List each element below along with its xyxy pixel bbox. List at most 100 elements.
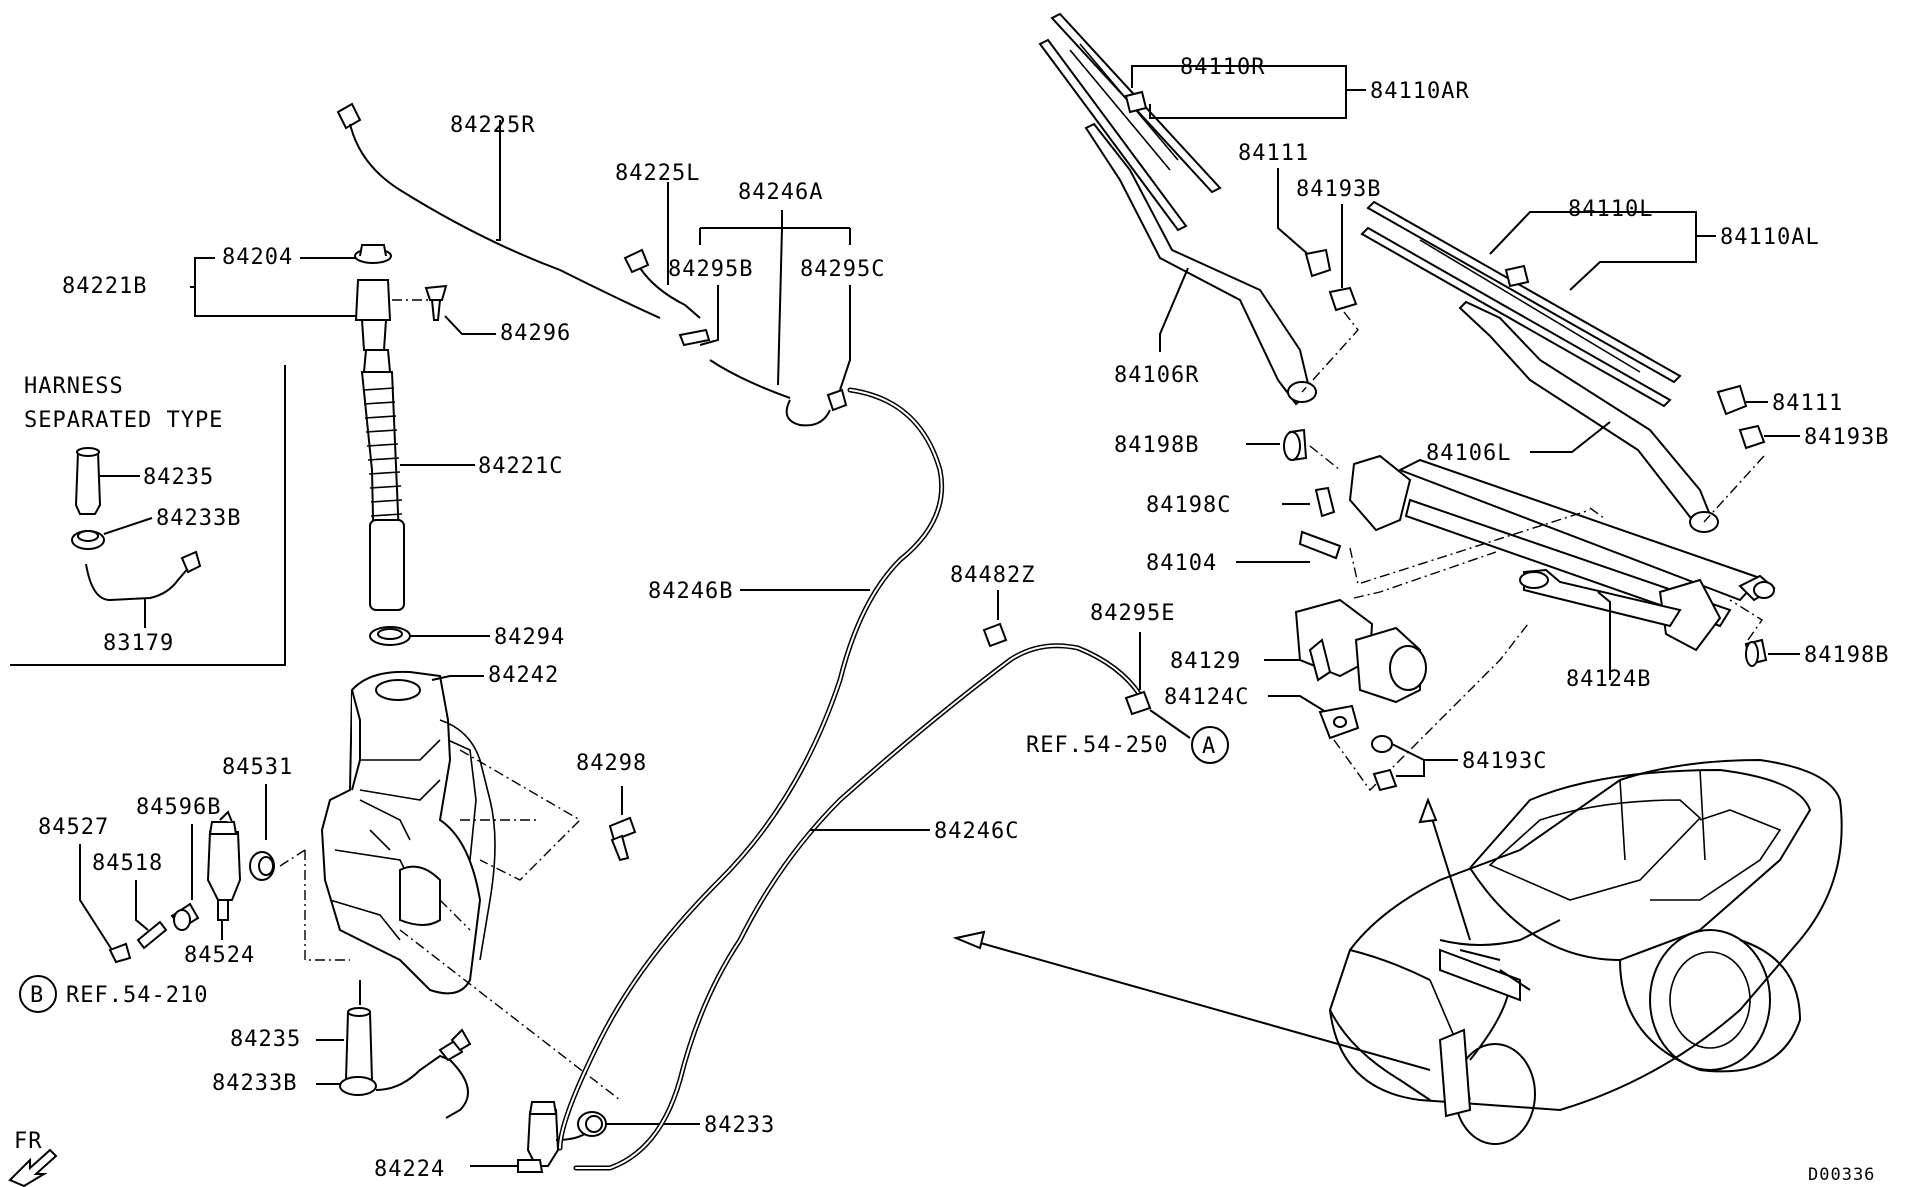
label-84294: 84294: [494, 625, 565, 650]
label-84124C: 84124C: [1164, 685, 1249, 710]
fr-arrow-icon: [8, 1148, 58, 1187]
long-washer-hoses: 84246B 84246C 84482Z 84295E REF.54-250 A: [557, 387, 1229, 1171]
hose-84518-icon: [136, 920, 168, 950]
ref-A-text: REF.54-250: [1026, 733, 1168, 758]
joint-84295E-icon: [1124, 690, 1152, 716]
label-84246A: 84246A: [738, 180, 823, 205]
tank-filler-port: [375, 679, 421, 701]
label-84198B-right: 84198B: [1804, 643, 1889, 668]
link-rod-lower-icon: [1523, 568, 1682, 628]
check-valve-icon: [826, 388, 848, 412]
drawing-code: D00336: [1808, 1165, 1875, 1185]
label-84246B: 84246B: [648, 579, 733, 604]
t-joint-icon: [678, 328, 711, 347]
grommet-84233B-icon: [339, 1076, 377, 1096]
label-84246C: 84246C: [934, 819, 1019, 844]
label-84224: 84224: [374, 1157, 445, 1182]
label-84129: 84129: [1170, 649, 1241, 674]
label-84124B: 84124B: [1566, 667, 1651, 692]
arrow-to-linkage: [1429, 811, 1471, 941]
label-84295B: 84295B: [668, 257, 753, 282]
label-84221B: 84221B: [62, 274, 147, 299]
cap-84527-icon: [108, 942, 132, 964]
label-84296: 84296: [500, 321, 571, 346]
label-84106R: 84106R: [1114, 363, 1199, 388]
label-84204: 84204: [222, 245, 293, 270]
wiper-linkage: 84198B 84198C 84104 84124B 84198B: [1114, 428, 1889, 792]
fr-label: FR: [14, 1129, 43, 1154]
car-body-outline: [1328, 758, 1843, 1112]
label-84198C: 84198C: [1146, 493, 1231, 518]
label-84111-top: 84111: [1238, 141, 1309, 166]
wiper-blade-left-icon: [1366, 200, 1682, 384]
label-84110L: 84110L: [1568, 197, 1653, 222]
label-84531: 84531: [222, 755, 293, 780]
harness-icon: [85, 563, 191, 602]
direction-marker: FR: [8, 1129, 58, 1187]
label-84482Z: 84482Z: [950, 563, 1035, 588]
label-84298: 84298: [576, 751, 647, 776]
label-84518: 84518: [92, 851, 163, 876]
clip-icon: [424, 284, 448, 301]
bolt-84198C-icon: [1314, 486, 1336, 518]
bolt-icon: [608, 816, 637, 842]
washer-nozzle-left: 84225L: [615, 161, 701, 319]
hose-84246C: [573, 643, 1143, 1171]
washer-nozzle-right: 84225R: [336, 102, 661, 319]
ref-B-letter: B: [30, 983, 44, 1008]
label-84295E: 84295E: [1090, 601, 1175, 626]
inset-title-line1: HARNESS: [24, 374, 124, 399]
label-84233B-inset: 84233B: [156, 506, 241, 531]
label-84110AL: 84110AL: [1720, 225, 1820, 250]
label-84110R: 84110R: [1180, 55, 1265, 80]
ref-B-text: REF.54-210: [66, 983, 208, 1008]
label-84193B-top: 84193B: [1296, 177, 1381, 202]
vehicle-illustration: [952, 758, 1843, 1145]
nut-84193B-right-icon: [1738, 424, 1766, 450]
label-84235-inset: 84235: [143, 465, 214, 490]
filter-icon: [74, 451, 102, 515]
label-84596B: 84596B: [136, 795, 221, 820]
label-84110AR: 84110AR: [1370, 79, 1470, 104]
label-84225L: 84225L: [615, 161, 700, 186]
cap-84111-top-icon: [1304, 248, 1332, 278]
arrow-to-tank: [969, 939, 1431, 1071]
wiper-blades: 84110R 84110AR 84110L 84110AL: [1038, 12, 1820, 408]
label-84193B-right: 84193B: [1804, 425, 1889, 450]
ref-A-letter: A: [1202, 734, 1216, 759]
label-84242: 84242: [488, 663, 559, 688]
inset-harness-separated: HARNESS SEPARATED TYPE 84235 84233B 8317…: [10, 365, 286, 666]
label-84111-right: 84111: [1772, 391, 1843, 416]
pump-parts-lower: 84235 84233B 84224 84233: [212, 929, 775, 1182]
label-84221C: 84221C: [478, 454, 563, 479]
pump-84224-icon: [526, 1108, 560, 1167]
nut-84193B-top-icon: [1328, 286, 1358, 312]
filler-neck-assembly: 84204 84221B 84296 84221C 84294: [62, 244, 571, 650]
tank-on-car-icon: [1438, 1028, 1472, 1118]
label-84193C: 84193C: [1462, 749, 1547, 774]
clip-84482Z-icon: [982, 622, 1008, 648]
filler-hose-icon: [360, 371, 405, 611]
label-84106L: 84106L: [1426, 441, 1511, 466]
pump-parts-left: 84531 84527 84596B 84518 84524 B REF.54-…: [19, 755, 350, 1013]
inset-title-line2: SEPARATED TYPE: [24, 408, 223, 433]
label-84198B-left: 84198B: [1114, 433, 1199, 458]
label-84225R: 84225R: [450, 113, 535, 138]
nut-84193C-icon: [1372, 768, 1398, 792]
wiper-arms: 84106R 84106L: [1084, 122, 1719, 533]
label-84235: 84235: [230, 1027, 301, 1052]
linkage-on-car-icon: [1439, 948, 1521, 1002]
label-83179: 83179: [103, 631, 174, 656]
label-84233: 84233: [704, 1113, 775, 1138]
label-84104: 84104: [1146, 551, 1217, 576]
label-84233B: 84233B: [212, 1071, 297, 1096]
ref-B-circle: [19, 975, 57, 1013]
bushing-84104-icon: [1298, 530, 1342, 560]
label-84527: 84527: [38, 815, 109, 840]
ref-A-circle: [1191, 726, 1229, 764]
label-84524: 84524: [184, 943, 255, 968]
washer-tank: 84242 84298: [320, 663, 647, 995]
cap-84111-right-icon: [1716, 384, 1748, 416]
